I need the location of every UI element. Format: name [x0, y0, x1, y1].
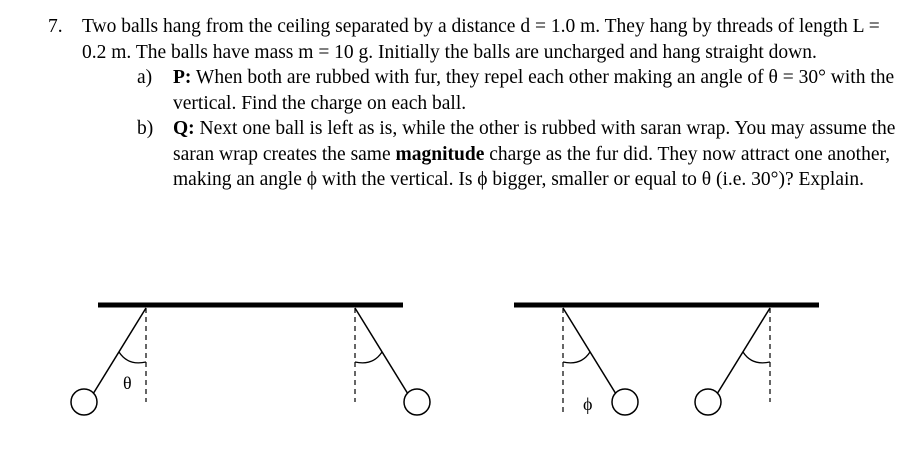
ball-left-2: [403, 388, 431, 416]
problem-intro: 7. Two balls hang from the ceiling separ…: [48, 14, 908, 65]
part-a-tag: P:: [173, 67, 192, 88]
thread-left-2: [354, 307, 409, 395]
angle-arc-left-2: [354, 351, 383, 364]
theta-label: θ: [123, 373, 132, 393]
ball-right-2: [694, 388, 722, 416]
thread-left-1: [92, 307, 147, 395]
part-b-text: Q: Next one ball is left as is, while th…: [173, 116, 908, 193]
problem-parts: a) P: When both are rubbed with fur, the…: [137, 65, 908, 193]
part-b: b) Q: Next one ball is left as is, while…: [137, 116, 908, 193]
problem-statement: 7. Two balls hang from the ceiling separ…: [48, 14, 908, 193]
angle-arc-left-1: [118, 351, 147, 364]
part-b-tag: Q:: [173, 118, 195, 139]
part-b-emphasis: magnitude: [395, 143, 485, 165]
diagram-attract: ϕ: [514, 302, 819, 416]
angle-arc-right-2: [742, 351, 771, 364]
part-b-label: b): [137, 118, 154, 139]
part-b-body-end: charge as the fur did. They now attract …: [173, 143, 891, 191]
ball-right-1: [611, 388, 639, 416]
phi-label: ϕ: [583, 394, 592, 414]
problem-number: 7.: [48, 16, 63, 37]
thread-right-1: [562, 307, 617, 395]
part-a-text: P: When both are rubbed with fur, they r…: [173, 65, 908, 116]
angle-arc-right-1: [562, 351, 591, 364]
part-b-body-start: Next one ball is left as is, while the o…: [173, 118, 896, 165]
problem-text: Two balls hang from the ceiling separate…: [82, 16, 880, 63]
part-a-body: When both are rubbed with fur, they repe…: [173, 67, 895, 114]
diagram-repel: θ: [70, 302, 431, 416]
thread-right-2: [716, 307, 771, 395]
part-a: a) P: When both are rubbed with fur, the…: [137, 65, 908, 116]
part-a-label: a): [137, 67, 153, 88]
ball-left-1: [70, 388, 98, 416]
